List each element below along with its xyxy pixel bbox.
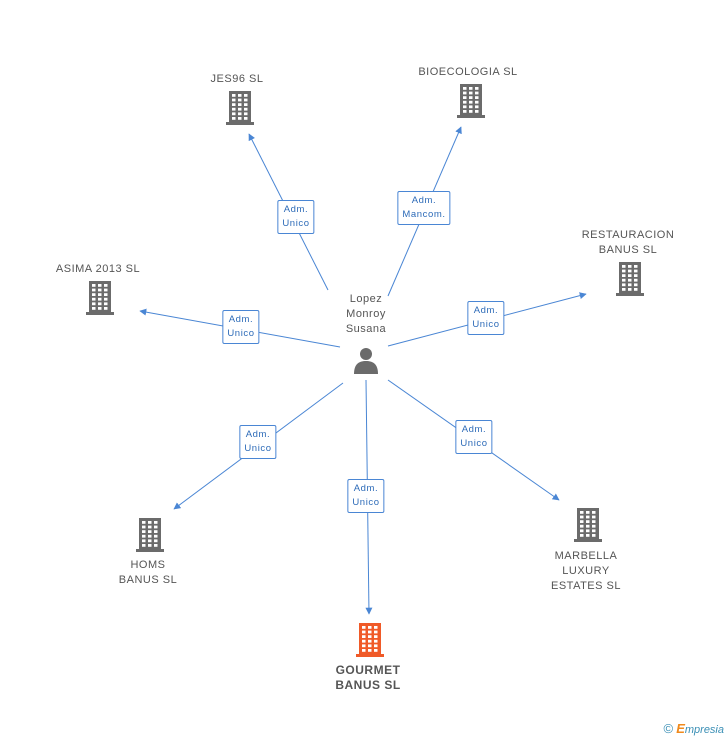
role-badge-gourmet[interactable]: Adm. Unico (347, 479, 385, 513)
role-badge-restauracion[interactable]: Adm. Unico (467, 301, 505, 335)
building-icon[interactable] (455, 84, 487, 123)
building-icon[interactable] (354, 623, 386, 662)
empresia-logo: © Empresia (663, 721, 724, 736)
role-badge-asima[interactable]: Adm. Unico (222, 310, 260, 344)
company-label-homs[interactable]: HOMS BANUS SL (118, 559, 178, 586)
building-icon[interactable] (134, 518, 166, 557)
company-label-bioecologia[interactable]: BIOECOLOGIA SL (418, 66, 518, 78)
building-icon[interactable] (84, 281, 116, 320)
role-badge-homs[interactable]: Adm. Unico (239, 425, 277, 459)
company-label-asima[interactable]: ASIMA 2013 SL (55, 263, 141, 275)
company-label-jes96[interactable]: JES96 SL (210, 73, 264, 85)
company-label-gourmet[interactable]: GOURMET BANUS SL (335, 663, 401, 692)
role-badge-marbella[interactable]: Adm. Unico (455, 420, 493, 454)
person-icon[interactable] (352, 346, 380, 379)
building-icon[interactable] (614, 262, 646, 301)
building-icon[interactable] (224, 91, 256, 130)
role-badge-jes96[interactable]: Adm. Unico (277, 200, 315, 234)
person-label[interactable]: Lopez Monroy Susana (345, 293, 387, 335)
role-badge-bioecologia[interactable]: Adm. Mancom. (397, 191, 451, 225)
company-label-marbella[interactable]: MARBELLA LUXURY ESTATES SL (550, 550, 622, 592)
company-label-restauracion[interactable]: RESTAURACION BANUS SL (581, 229, 675, 256)
building-icon[interactable] (572, 508, 604, 547)
